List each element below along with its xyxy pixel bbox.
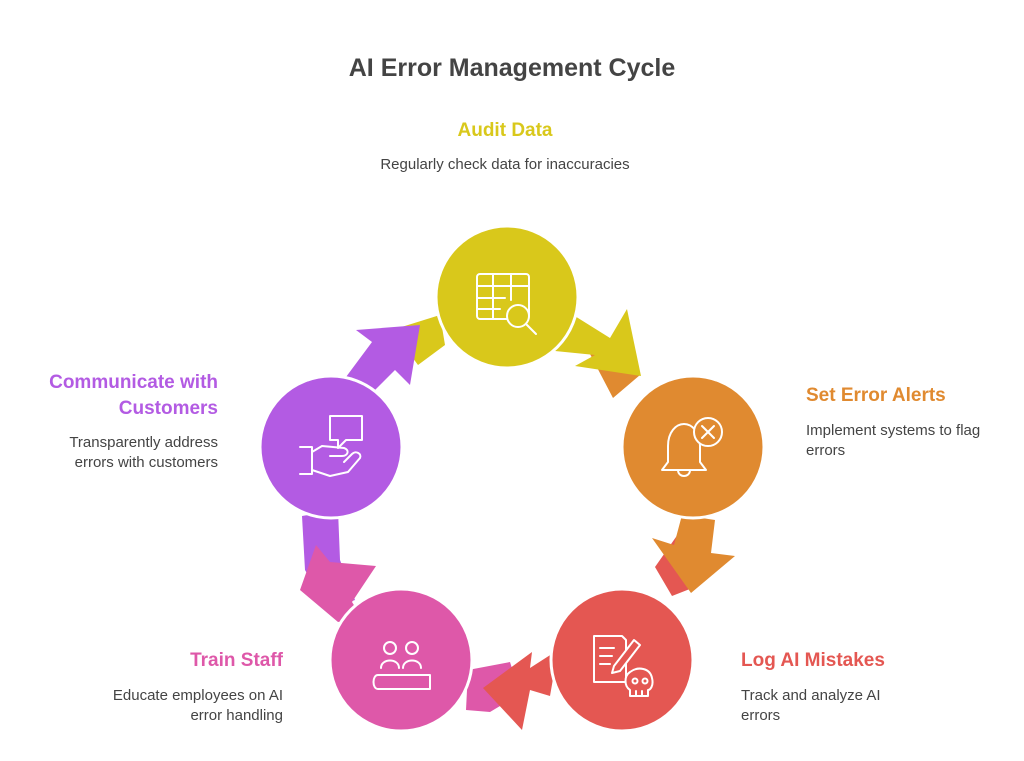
arrow-train-to-communicate	[300, 510, 376, 622]
stage-circle-audit-data	[434, 224, 580, 370]
arrow-alerts-to-log	[652, 515, 735, 596]
stage-title-log-ai-mistakes: Log AI Mistakes	[741, 650, 885, 671]
handshake-chat-icon	[299, 415, 363, 477]
stage-circle-train-staff	[328, 587, 474, 733]
stage-desc-log-ai-mistakes: Track and analyze AI errors	[741, 687, 881, 724]
bell-error-icon	[661, 417, 723, 477]
arrow-communicate-to-audit	[346, 315, 445, 395]
diagram-title: AI Error Management Cycle	[348, 54, 676, 82]
stage-title-train-staff: Train Staff	[190, 650, 283, 671]
stage-title-communicate-with-customers: Communicate with Customers	[49, 372, 218, 419]
stage-desc-set-error-alerts: Implement systems to flag errors	[806, 422, 981, 459]
people-training-icon	[372, 641, 431, 690]
stage-circle-set-error-alerts	[620, 374, 766, 520]
arrow-log-to-train	[466, 650, 558, 730]
document-skull-icon	[593, 635, 654, 697]
table-search-icon	[476, 273, 537, 335]
stage-desc-audit-data: Regularly check data for inaccuracies	[380, 156, 630, 173]
stage-desc-train-staff: Educate employees on AI error handling	[112, 687, 283, 724]
stage-desc-communicate-with-customers: Transparently address errors with custom…	[69, 434, 218, 471]
stage-title-set-error-alerts: Set Error Alerts	[806, 385, 946, 406]
stage-title-audit-data: Audit Data	[457, 120, 553, 141]
